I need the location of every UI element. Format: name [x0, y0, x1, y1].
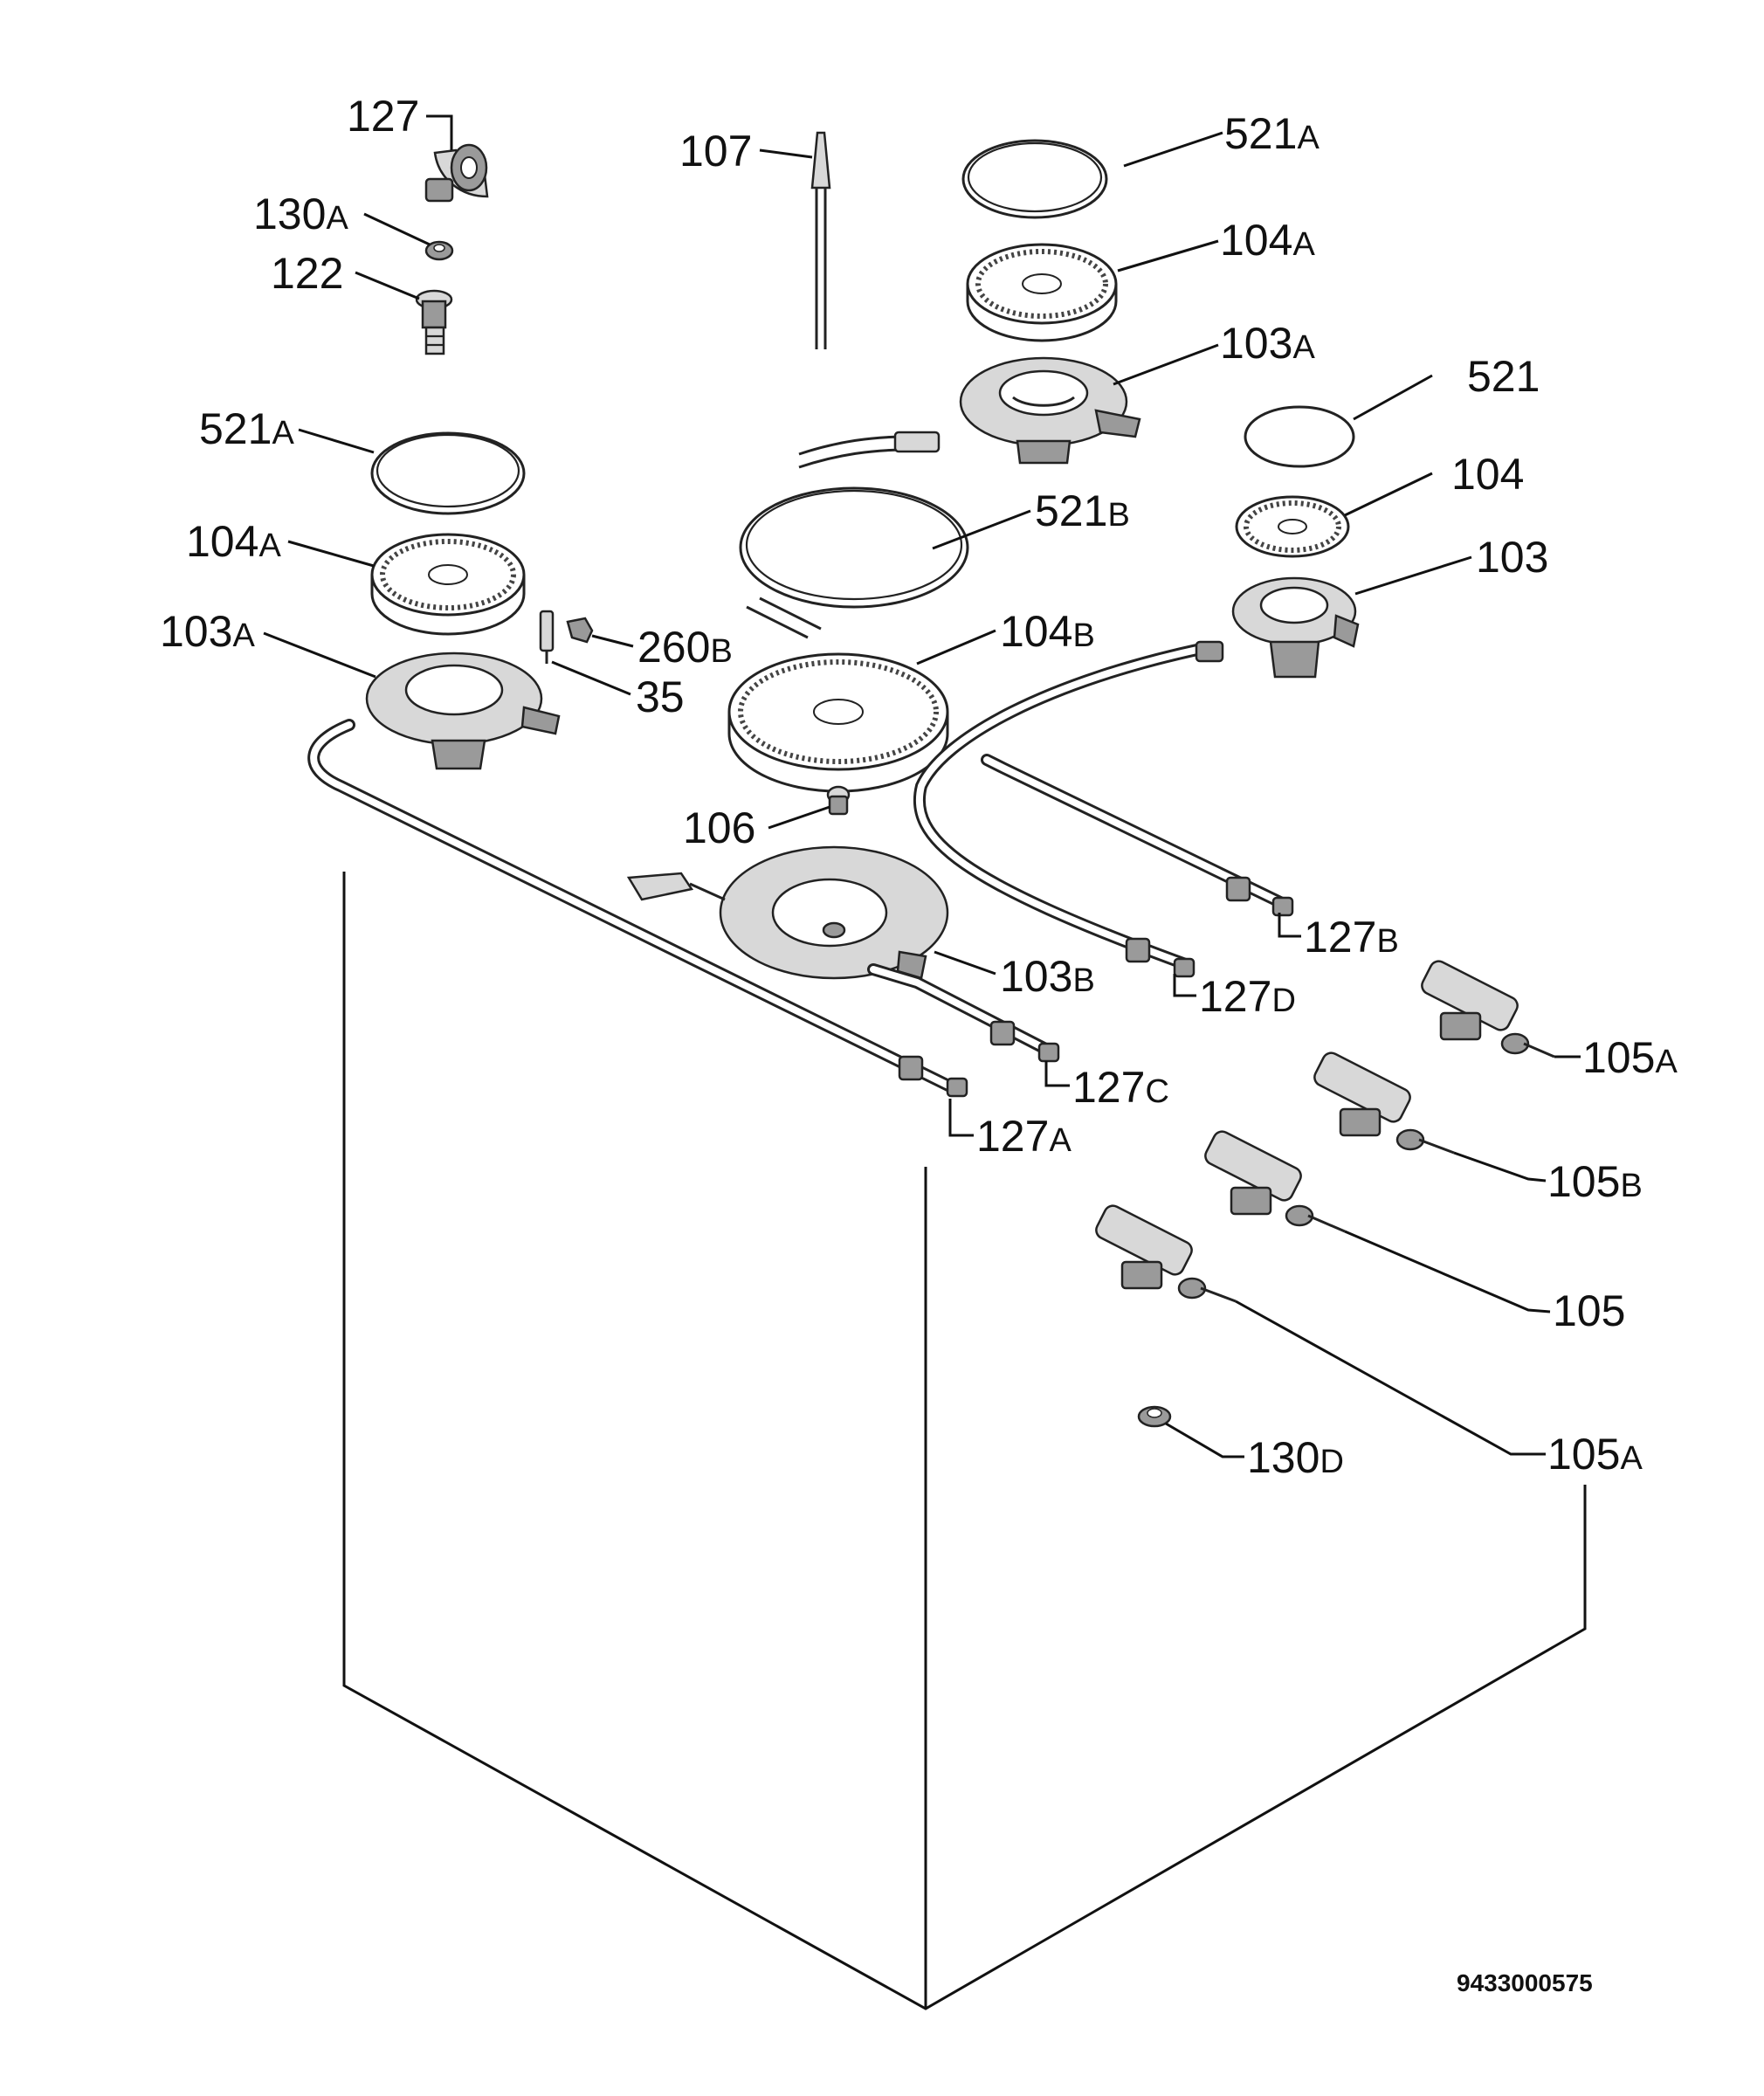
label-105a-bottom: 105A: [1547, 1430, 1643, 1479]
cooker-body-outline: [342, 872, 1587, 2010]
label-127b: 127B: [1304, 913, 1399, 962]
label-104b: 104B: [1000, 607, 1095, 656]
label-103a-right: 103A: [1220, 319, 1315, 368]
burner-base-103b: [719, 845, 949, 980]
label-130a-top: 130A: [253, 190, 348, 238]
label-105: 105: [1553, 1286, 1625, 1335]
gas-pipe-127b: [981, 754, 1294, 917]
part-labels: 127 130A 122 107 521A 104A 103A 521 104 …: [160, 92, 1678, 1482]
label-103: 103: [1476, 533, 1548, 582]
flame-spreader-104: [1235, 495, 1350, 558]
label-260b: 260B: [637, 623, 733, 672]
label-127c: 127C: [1072, 1063, 1169, 1112]
burner-base-103: [1231, 576, 1360, 679]
label-103b: 103B: [1000, 952, 1095, 1001]
gas-pipe-127d: [913, 640, 1224, 978]
washer-130a-top: [424, 240, 454, 261]
label-521a-right: 521A: [1224, 109, 1320, 158]
label-521a-left: 521A: [199, 404, 294, 453]
label-105b: 105B: [1547, 1157, 1643, 1206]
label-35: 35: [636, 672, 685, 721]
label-127d: 127D: [1199, 972, 1296, 1021]
gas-valve-105b: [1313, 1051, 1455, 1155]
injector-106: [826, 785, 851, 816]
gas-pipe-127c: [867, 963, 1060, 1063]
spark-plug-35: [539, 610, 555, 664]
gas-pipe-127a: [307, 719, 968, 1098]
burner-base-103a-left: [365, 652, 561, 770]
label-104: 104: [1451, 450, 1524, 499]
label-130d: 130D: [1247, 1433, 1344, 1482]
thermocouple-lead-lower: [626, 872, 726, 901]
burner-cap-521a-right: [961, 139, 1108, 219]
label-104a-right: 104A: [1220, 216, 1315, 265]
washer-130d: [1137, 1405, 1172, 1428]
thermocouple-107: [810, 131, 831, 349]
leader-lines: [263, 114, 1581, 1458]
label-104a-left: 104A: [186, 517, 281, 566]
burner-cap-521b: [739, 486, 969, 609]
drawing-number: 9433000575: [1457, 1969, 1593, 1996]
flame-spreader-104b: [727, 652, 949, 793]
label-127-top: 127: [347, 92, 419, 141]
label-105a-top: 105A: [1582, 1033, 1678, 1082]
label-127a: 127A: [976, 1112, 1071, 1161]
flame-spreader-104a-right: [966, 243, 1118, 342]
gas-valve-105a-top: [1421, 960, 1555, 1058]
flame-spreader-104a-left: [370, 533, 526, 636]
gas-pipe-hidden-dash: [746, 596, 822, 639]
gas-valve-105: [1204, 1130, 1346, 1233]
gas-inlet-122: [415, 289, 453, 355]
elbow-connector-127: [424, 143, 489, 203]
label-521: 521: [1467, 352, 1540, 401]
label-106: 106: [683, 803, 755, 852]
burner-base-103a-right: [959, 356, 1141, 465]
label-122: 122: [271, 249, 343, 298]
thermocouple-lead-upper: [798, 431, 941, 469]
gas-valve-105a-bottom: [1095, 1204, 1237, 1303]
burner-cap-521: [1244, 405, 1355, 468]
label-521b: 521B: [1035, 486, 1130, 535]
label-107: 107: [679, 127, 752, 176]
label-103a-left: 103A: [160, 607, 255, 656]
burner-cap-521a-left: [370, 431, 526, 515]
clip-260b: [566, 617, 594, 644]
